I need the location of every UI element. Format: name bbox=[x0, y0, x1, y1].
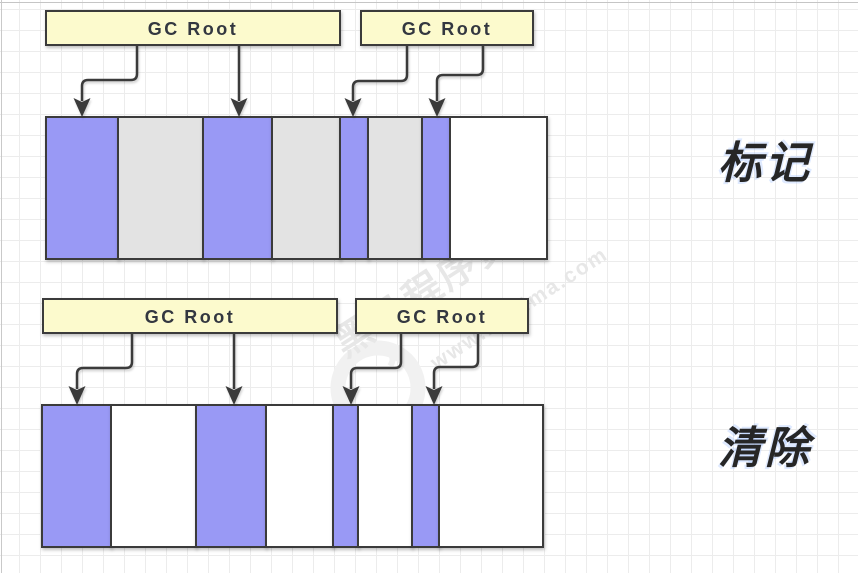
heap-segment-live bbox=[202, 116, 273, 260]
heap-segment-live bbox=[339, 116, 369, 260]
heap-segment-free bbox=[449, 116, 548, 260]
arrowhead-icon bbox=[342, 386, 360, 405]
heap-segment-live bbox=[45, 116, 119, 260]
gc-reference-arrow bbox=[75, 333, 134, 389]
heap-segment-live bbox=[421, 116, 451, 260]
arrowhead-icon bbox=[68, 386, 86, 405]
arrowhead-icon bbox=[344, 98, 362, 117]
heap-segment-free bbox=[110, 404, 197, 548]
heap-segment-live bbox=[411, 404, 440, 548]
heap-segment-free bbox=[357, 404, 413, 548]
heap-segment-live bbox=[41, 404, 112, 548]
gc-root-node: GC Root bbox=[42, 298, 338, 334]
heap-segment-free bbox=[438, 404, 544, 548]
gc-root-label: GC Root bbox=[397, 307, 487, 327]
heap-segment-live bbox=[195, 404, 267, 548]
section-label-sweep: 清除 bbox=[718, 424, 812, 473]
heap-segment-garbage bbox=[367, 116, 423, 260]
heap-segment-free bbox=[265, 404, 334, 548]
gc-root-label: GC Root bbox=[145, 307, 235, 327]
gc-root-label: GC Root bbox=[402, 19, 492, 39]
gc-reference-arrow bbox=[80, 45, 139, 101]
gc-root-node: GC Root bbox=[360, 10, 534, 46]
canvas-top-edge bbox=[0, 2, 858, 3]
canvas-left-edge bbox=[1, 0, 2, 573]
arrowhead-icon bbox=[425, 386, 443, 405]
section-mark: GC Root GC Root bbox=[45, 10, 548, 260]
heap-segment-garbage bbox=[271, 116, 341, 260]
watermark-logo-mark bbox=[356, 345, 396, 368]
heap-segment-garbage bbox=[117, 116, 204, 260]
section-sweep: GC Root GC Root bbox=[41, 298, 544, 548]
gc-reference-arrow bbox=[432, 333, 480, 389]
gc-reference-arrow bbox=[351, 45, 409, 101]
arrowhead-icon bbox=[225, 386, 243, 405]
arrowhead-icon bbox=[428, 98, 446, 117]
gc-root-node: GC Root bbox=[355, 298, 529, 334]
section-label-mark: 标记 bbox=[718, 139, 812, 188]
gc-root-node: GC Root bbox=[45, 10, 341, 46]
arrowhead-icon bbox=[230, 98, 248, 117]
heap-segment-live bbox=[332, 404, 359, 548]
gc-root-label: GC Root bbox=[148, 19, 238, 39]
gc-reference-arrow bbox=[435, 45, 485, 101]
arrowhead-icon bbox=[73, 98, 91, 117]
gc-reference-arrow bbox=[349, 333, 403, 389]
